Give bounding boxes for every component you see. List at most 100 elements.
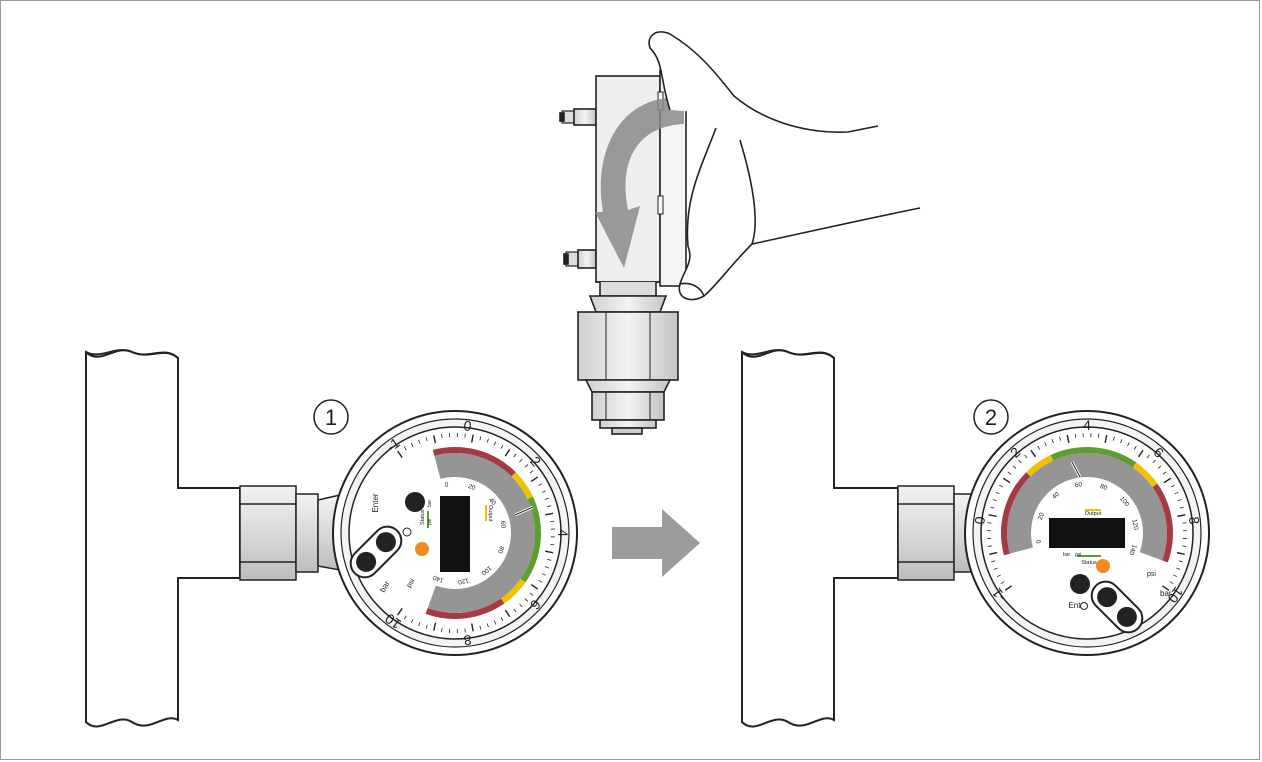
- gauge-2-arrow-buttons[interactable]: [1086, 576, 1148, 638]
- g2-tick: [1171, 484, 1175, 488]
- g2-tick: [1169, 581, 1174, 585]
- g1-tick: [529, 592, 534, 596]
- gauge-2-output-label: Output: [1085, 511, 1102, 517]
- gauge-1-display: [440, 496, 470, 572]
- g1-bar-label: 0: [463, 417, 473, 434]
- g2-tick: [1037, 445, 1041, 450]
- g1-tick: [479, 436, 482, 441]
- rotate-arrow-icon: [595, 97, 684, 268]
- g1-tick: [547, 558, 552, 561]
- g2-tick: [1152, 459, 1156, 464]
- gauge-1-band: [425, 447, 541, 619]
- gauge-1-enter-button[interactable]: [405, 492, 425, 512]
- g2-tick: [1178, 560, 1183, 563]
- g2-tick: [993, 567, 998, 570]
- gauge-2-unit-psi: psi: [1147, 571, 1156, 578]
- g2-zone-1: [1026, 455, 1054, 477]
- g1-psi-label: 20: [467, 483, 477, 492]
- gauge-2-display-unit-psi: psi: [1075, 552, 1081, 558]
- gauge-1-display-unit-psi: psi: [427, 519, 433, 525]
- g2-tick: [987, 545, 992, 547]
- g1-tick: [544, 566, 549, 569]
- ifm-logo-icon: [415, 542, 429, 556]
- gauge-1-enter-label: Enter: [371, 493, 380, 512]
- g2-tick: [1007, 471, 1012, 475]
- g1-tick: [403, 446, 407, 451]
- g1-tick: [541, 573, 546, 576]
- g1-psi-label: 0: [444, 481, 449, 489]
- g1-tick: [397, 607, 403, 616]
- g1-tick: [403, 615, 407, 620]
- gauge-2-unit-bar: bar: [1160, 589, 1172, 598]
- g1-tick: [538, 579, 543, 583]
- g2-tick: [1176, 567, 1181, 570]
- step-1-number: 1: [325, 405, 337, 430]
- g2-tick: [1177, 514, 1186, 517]
- right-arrow-icon: [612, 509, 700, 577]
- g2-tick: [1024, 454, 1028, 459]
- g2-bar-label: 8: [1186, 516, 1203, 526]
- g1-tick: [500, 617, 504, 621]
- g2-psi-label: 140: [1127, 543, 1137, 556]
- g1-zone-0: [432, 447, 516, 477]
- g1-tick: [504, 609, 511, 618]
- g2-tick: [1066, 434, 1070, 443]
- g2-tick: [1179, 506, 1184, 509]
- g1-tick: [410, 442, 414, 447]
- g2-bar-label: 0: [971, 515, 988, 525]
- g2-grey-band: [1007, 453, 1167, 561]
- g2-psi-label: 0: [1035, 539, 1043, 544]
- g1-zone-1: [511, 472, 533, 500]
- g1-psi-label: 60: [499, 520, 507, 529]
- g1-psi-label: 40: [487, 497, 497, 507]
- g2-tick: [988, 514, 997, 517]
- g2-tick: [995, 491, 1000, 495]
- g2-tick: [1002, 477, 1011, 484]
- gauge-1-ticks: [397, 433, 555, 633]
- g1-tick: [425, 624, 428, 629]
- step-2-number: 2: [985, 405, 997, 430]
- left-pipe-tee: [85, 349, 241, 728]
- g2-tick: [1177, 499, 1182, 502]
- right-pipe-tee: [741, 349, 899, 728]
- g1-tick: [524, 598, 529, 602]
- g2-tick: [992, 499, 997, 502]
- g2-psi-label: 40: [1051, 491, 1061, 501]
- g1-tick: [524, 464, 529, 468]
- gauge-2-display-unit-bar: bar: [1063, 552, 1071, 558]
- g1-tick: [418, 622, 421, 627]
- g1-tick: [493, 441, 497, 446]
- left-fitting: [239, 485, 341, 581]
- g1-zone-2: [520, 496, 541, 583]
- g1-zone-3: [500, 578, 526, 604]
- g2-tick: [1176, 551, 1185, 555]
- gauge-2-enter-label: Enter: [1068, 601, 1087, 610]
- g2-tick: [1133, 445, 1137, 450]
- g2-tick: [1182, 545, 1187, 547]
- g2-tick: [1059, 436, 1062, 441]
- g2-tick: [1104, 434, 1108, 443]
- g2-tick: [1120, 439, 1123, 444]
- g2-tick: [999, 484, 1003, 488]
- g1-tick: [433, 435, 437, 444]
- g1-tick: [529, 470, 534, 474]
- g1-tick: [479, 625, 482, 630]
- g2-tick: [1174, 491, 1179, 495]
- g2-tick: [1157, 465, 1162, 469]
- g2-zone-4: [1152, 483, 1173, 563]
- g2-tick: [990, 506, 995, 509]
- gauge-2-band: [1001, 447, 1173, 563]
- gauge-1-display-unit-bar: bar: [427, 499, 433, 507]
- gauge-2-enter-button[interactable]: [1070, 574, 1090, 594]
- g2-psi-label: 20: [1037, 511, 1046, 521]
- gauge-1-arrow-buttons[interactable]: [345, 521, 407, 583]
- g2-tick: [991, 560, 996, 563]
- g2-tick: [1018, 459, 1022, 464]
- g1-tick: [545, 550, 554, 554]
- g1-tick: [397, 450, 403, 459]
- g1-tick: [544, 497, 549, 500]
- g1-tick: [513, 453, 517, 458]
